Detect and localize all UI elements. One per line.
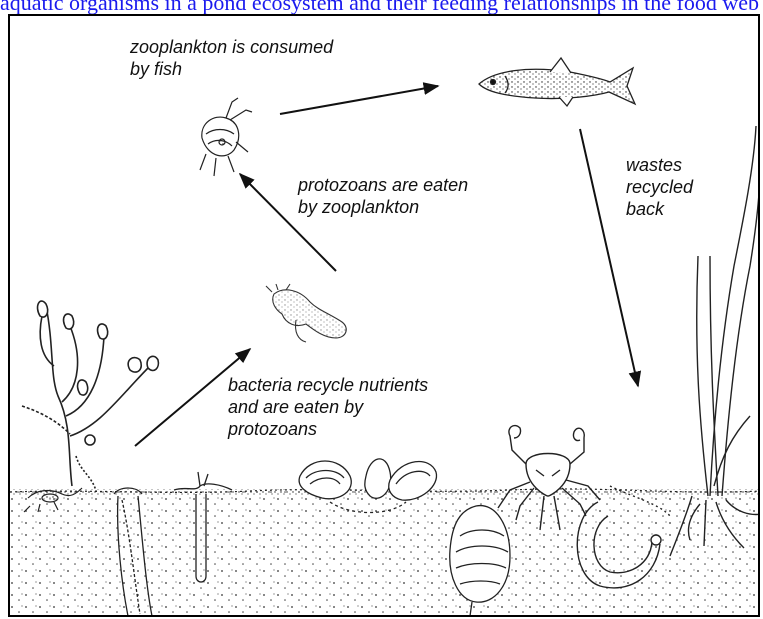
zooplankton-icon <box>200 98 252 176</box>
fish-icon <box>479 58 635 106</box>
diagram-drawing <box>10 16 760 617</box>
label-bacteria-recycle: bacteria recycle nutrients and are eaten… <box>228 374 428 440</box>
label-protozoans-eaten: protozoans are eaten by zooplankton <box>298 174 468 218</box>
arrow-zooplankton-to-fish <box>280 86 438 114</box>
sediment-ground <box>10 489 760 617</box>
label-zooplankton-consumed: zooplankton is consumed by fish <box>130 36 333 80</box>
food-web-diagram: zooplankton is consumed by fish protozoa… <box>8 14 760 617</box>
label-wastes-recycled: wastes recycled back <box>626 154 693 220</box>
protozoan-icon <box>266 284 346 342</box>
seaweed-icon <box>22 301 158 491</box>
page-link-text[interactable]: aquatic organisms in a pond ecosystem an… <box>0 0 763 15</box>
